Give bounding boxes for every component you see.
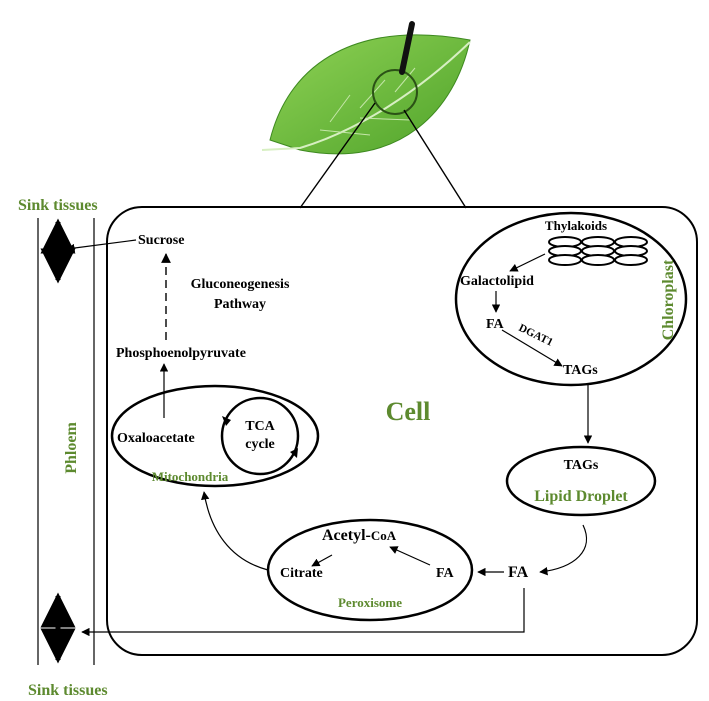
cell-membrane (106, 206, 698, 656)
fa-perox-label: FA (436, 566, 455, 581)
leaf-magnifier-icon (261, 21, 471, 155)
fa-to-acetyl-arrow (389, 546, 431, 566)
acetyl-to-citrate-arrow (311, 554, 333, 567)
fa-to-tags-arrow (501, 329, 563, 367)
pathway-label: Pathway (214, 297, 266, 312)
peroxisome-outline (266, 518, 474, 622)
sink-tissues-bottom: Sink tissues (28, 682, 108, 699)
phloem-label: Phloem (63, 422, 80, 474)
citrate-label: Citrate (280, 566, 323, 581)
tags-droplet-label: TAGs (564, 458, 599, 473)
acetyl-coa-label: Acetyl-CoA (322, 527, 397, 544)
tca-cycle-circle (220, 396, 300, 476)
fa-outside-label: FA (508, 564, 529, 581)
droplet-to-fa-arrow (539, 524, 588, 576)
mitochondria-label: Mitochondria (152, 469, 229, 484)
citrate-to-mito-arrow (201, 491, 269, 571)
thylakoids-label: Thylakoids (545, 218, 607, 233)
sink-tissues-top: Sink tissues (18, 197, 98, 214)
thylakoid-to-galactolipid-arrow (509, 253, 546, 272)
tca-label: TCA (245, 419, 275, 434)
lipid-droplet-label: Lipid Droplet (534, 488, 628, 505)
pep-label: Phosphoenolpyruvate (116, 346, 246, 361)
oxaloacetate-label: Oxaloacetate (117, 431, 195, 446)
tags-chloro-label: TAGs (563, 363, 598, 378)
tca-arrowhead (222, 416, 231, 426)
chloroplast-outline (454, 211, 688, 387)
fa-export-arrow (81, 588, 525, 637)
galactolipid-label: Galactolipid (460, 274, 534, 289)
lipid-droplet-outline (505, 445, 657, 517)
zoom-line-right (403, 109, 467, 209)
zoom-line-left (299, 102, 376, 209)
sucrose-label: Sucrose (138, 233, 184, 248)
tca-arrowhead (290, 448, 298, 458)
chloroplast-label: Chloroplast (660, 259, 677, 340)
sucrose-export-arrow (66, 239, 137, 253)
cell-label: Cell (386, 397, 431, 426)
fa-chloro-label: FA (486, 317, 505, 332)
mitochondria-outline (110, 384, 320, 488)
dgat-label: DGAT1 (517, 322, 555, 349)
cycle-label: cycle (245, 437, 275, 452)
thylakoid-stacks (548, 236, 648, 266)
peroxisome-label: Peroxisome (338, 595, 402, 610)
gluconeogenesis-label: Gluconeogenesis (191, 277, 290, 292)
